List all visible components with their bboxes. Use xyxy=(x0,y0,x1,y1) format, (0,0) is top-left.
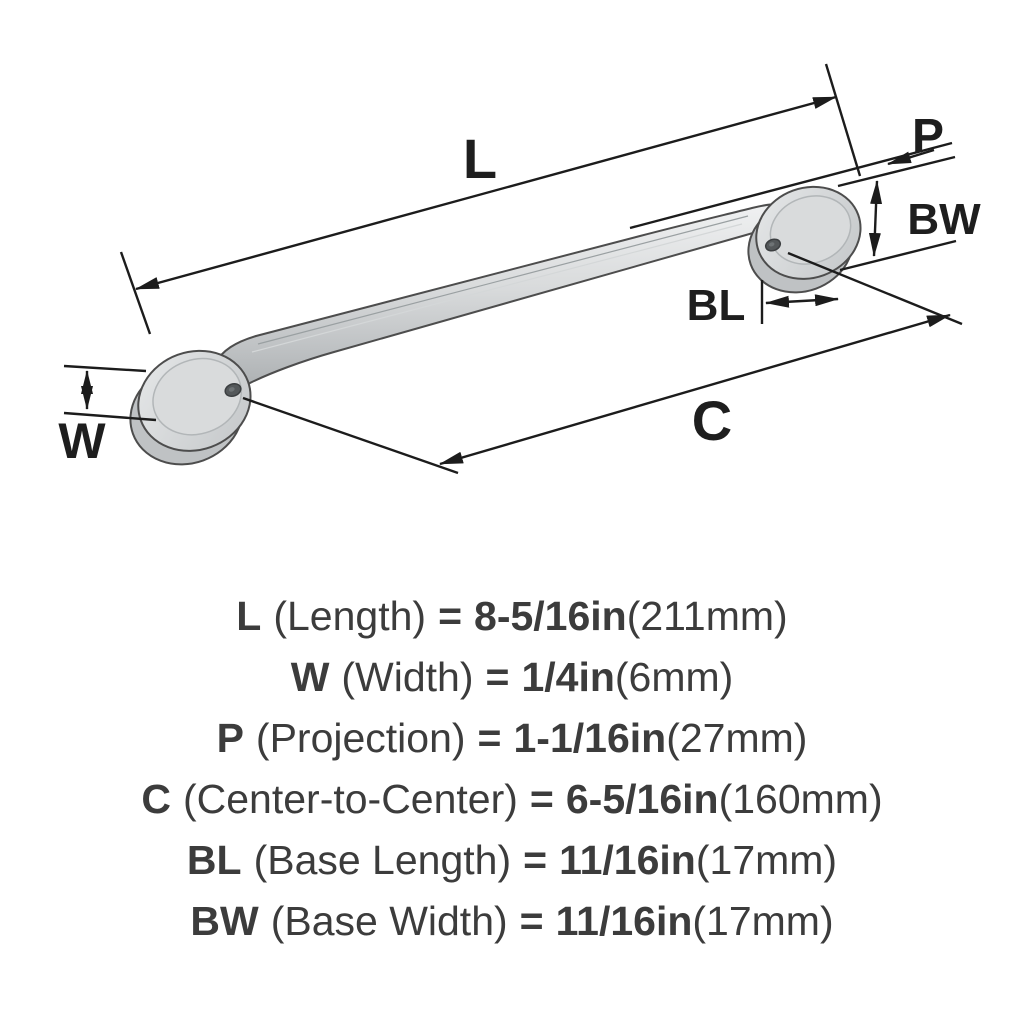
spec-label: (Base Width) xyxy=(270,898,508,944)
spec-code: BL xyxy=(186,837,242,883)
spec-value-inch: 6-5/16in xyxy=(565,776,719,822)
dimension-W-tick-top xyxy=(63,364,147,373)
handle-right-base xyxy=(747,185,862,294)
dimension-label-P: P xyxy=(912,110,944,163)
left-screw-hole xyxy=(224,382,242,398)
dimension-BW xyxy=(839,180,957,272)
spec-equals: = xyxy=(477,715,502,761)
dimension-C-arrow-line xyxy=(439,313,951,466)
spec-equals: = xyxy=(529,776,554,822)
spec-value-inch: 11/16in xyxy=(555,898,693,944)
spec-row-base-width: BW (Base Width) = 11/16in (17mm) xyxy=(0,891,1024,952)
spec-equals: = xyxy=(519,898,544,944)
spec-label: (Width) xyxy=(341,654,474,700)
spec-value-mm: (211mm) xyxy=(626,593,788,639)
spec-list: L (Length) = 8-5/16in (211mm) W (Width) … xyxy=(0,586,1024,952)
spec-value-inch: 8-5/16in xyxy=(474,593,627,639)
spec-label: (Projection) xyxy=(255,715,466,761)
spec-code: L xyxy=(236,593,262,639)
dimension-BL-arrow-line xyxy=(765,294,839,308)
dimension-L-extension-left xyxy=(119,251,152,335)
dimension-C xyxy=(242,251,963,475)
spec-value-mm: (160mm) xyxy=(718,776,883,822)
dimension-L-extension-right xyxy=(824,63,862,177)
spec-value-inch: 11/16in xyxy=(559,837,696,883)
dimension-W xyxy=(63,364,157,422)
dimension-BW-arrow-line xyxy=(868,180,883,257)
spec-label: (Center-to-Center) xyxy=(182,776,518,822)
spec-equals: = xyxy=(485,654,510,700)
spec-value-mm: (17mm) xyxy=(695,837,838,883)
dimension-P-arrow xyxy=(887,148,935,166)
spec-value-inch: 1-1/16in xyxy=(513,715,667,761)
spec-code: BW xyxy=(190,898,259,944)
handle-bar-brush-line-light xyxy=(251,223,743,353)
dimension-label-C: C xyxy=(692,389,732,452)
spec-value-inch: 1/4in xyxy=(521,654,615,700)
spec-equals: = xyxy=(438,593,463,639)
dimension-label-BW: BW xyxy=(907,195,981,244)
dimension-label-W: W xyxy=(58,413,106,469)
dimension-label-L: L xyxy=(463,127,497,190)
dimension-L-arrow-line xyxy=(135,95,837,291)
spec-row-width: W (Width) = 1/4in (6mm) xyxy=(0,647,1024,708)
spec-row-center-to-center: C (Center-to-Center) = 6-5/16in (160mm) xyxy=(0,769,1024,830)
spec-value-mm: (6mm) xyxy=(614,654,734,700)
dimension-diagram: L P BW BL xyxy=(58,63,981,475)
spec-code: W xyxy=(290,654,330,700)
spec-value-mm: (17mm) xyxy=(692,898,834,944)
spec-value-mm: (27mm) xyxy=(666,715,808,761)
dimension-C-extension-right xyxy=(787,251,963,326)
handle-left-base xyxy=(129,349,252,466)
dimension-BW-tick-bottom xyxy=(839,239,957,272)
spec-label: (Base Length) xyxy=(253,837,512,883)
spec-code: P xyxy=(216,715,244,761)
spec-row-base-length: BL (Base Length) = 11/16in (17mm) xyxy=(0,830,1024,891)
dimension-P xyxy=(629,141,956,230)
spec-row-length: L (Length) = 8-5/16in (211mm) xyxy=(0,586,1024,647)
dimension-W-tick-bottom xyxy=(63,411,157,422)
dimension-C-extension-left xyxy=(242,396,459,475)
handle-drawing: L P BW BL xyxy=(58,63,981,475)
dimension-P-plane-base xyxy=(837,155,956,188)
spec-code: C xyxy=(141,776,171,822)
dimension-label-BL: BL xyxy=(687,281,746,330)
spec-equals: = xyxy=(523,837,548,883)
spec-row-projection: P (Projection) = 1-1/16in (27mm) xyxy=(0,708,1024,769)
spec-label: (Length) xyxy=(273,593,427,639)
cabinet-pull-handle xyxy=(129,185,862,466)
dimension-L xyxy=(119,63,862,335)
